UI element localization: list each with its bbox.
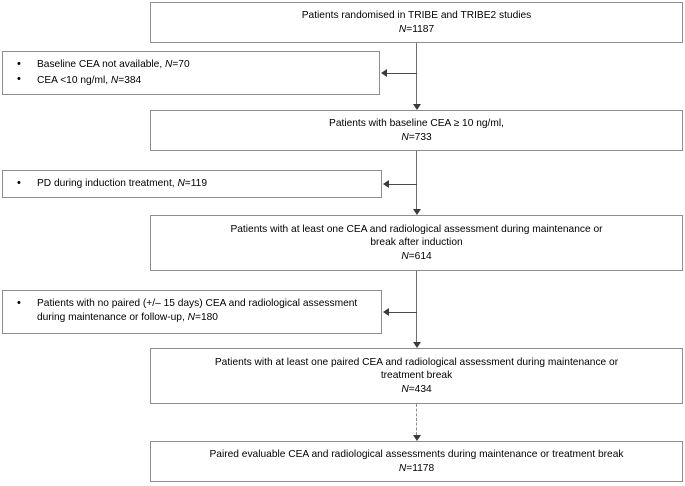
connector-arrowhead-left-2 — [383, 180, 389, 188]
node-paired-evaluable-n-value: =1178 — [406, 462, 435, 474]
node-at-least-one-paired-line1: Patients with at least one paired CEA an… — [214, 356, 619, 368]
node-at-least-one-paired-n-value: =434 — [408, 383, 432, 395]
node-randomised-line1: Patients randomised in TRIBE and TRIBE2 … — [301, 9, 532, 21]
excl-baseline: Baseline CEA not available, N=70 CEA <10… — [2, 51, 380, 95]
node-paired-evaluable-line1: Paired evaluable CEA and radiological as… — [209, 448, 624, 460]
excl-baseline-item-0-text: Baseline CEA not available, — [37, 59, 165, 70]
node-at-least-one-assessment-line2: break after induction — [370, 237, 463, 249]
list-item: Patients with no paired (+/– 15 days) CE… — [11, 296, 373, 324]
node-baseline-cea-n-value: =733 — [408, 131, 432, 143]
connector-arrowhead-down-1 — [412, 104, 421, 110]
node-at-least-one-assessment-n-label: N — [401, 250, 409, 262]
excl-baseline-item-1-text: CEA <10 ng/ml, — [37, 74, 111, 86]
node-paired-evaluable-n-label: N — [398, 462, 407, 474]
node-at-least-one-paired-n-label: N — [401, 383, 409, 395]
node-baseline-cea-n-label: N — [401, 131, 409, 143]
node-at-least-one-assessment: Patients with at least one CEA and radio… — [150, 215, 683, 271]
excl-pd-item-0-n-label: N — [177, 178, 185, 189]
connector-vline-2 — [416, 151, 417, 209]
excl-pd-item-0-n-value: =119 — [184, 178, 207, 189]
list-item: Baseline CEA not available, N=70 — [11, 58, 371, 72]
excl-no-paired-item-0-n-label: N — [187, 311, 195, 323]
excl-baseline-item-1-n-value: =384 — [118, 74, 142, 86]
list-item: CEA <10 ng/ml, N=384 — [11, 73, 371, 88]
node-randomised-n-label: N — [398, 23, 407, 35]
connector-arrowhead-down-3 — [412, 342, 421, 348]
excl-pd-item-0-text: PD during induction treatment, — [37, 178, 178, 189]
connector-arrowhead-left-3 — [383, 308, 389, 316]
connector-vline-dashed-4 — [416, 404, 417, 435]
excl-no-paired: Patients with no paired (+/– 15 days) CE… — [2, 290, 382, 334]
connector-vline-3 — [416, 271, 417, 342]
connector-hline-excl-3 — [389, 312, 417, 313]
excl-baseline-item-1-n-label: N — [110, 74, 119, 86]
excl-baseline-item-0-n-label: N — [165, 59, 173, 70]
node-randomised: Patients randomised in TRIBE and TRIBE2 … — [150, 2, 683, 43]
node-at-least-one-assessment-line1: Patients with at least one CEA and radio… — [230, 223, 603, 235]
list-item: PD during induction treatment, N=119 — [11, 177, 373, 191]
connector-arrowhead-down-2 — [412, 209, 421, 215]
node-randomised-n-value: =1187 — [406, 23, 435, 35]
node-paired-evaluable: Paired evaluable CEA and radiological as… — [150, 441, 683, 482]
excl-no-paired-list: Patients with no paired (+/– 15 days) CE… — [11, 296, 373, 324]
node-at-least-one-paired-line2: treatment break — [380, 370, 453, 382]
excl-pd-list: PD during induction treatment, N=119 — [11, 177, 373, 191]
excl-baseline-list: Baseline CEA not available, N=70 CEA <10… — [11, 58, 371, 87]
connector-arrowhead-down-4 — [412, 435, 421, 441]
connector-hline-excl-1 — [387, 73, 417, 74]
node-at-least-one-assessment-n-value: =614 — [408, 250, 432, 262]
excl-no-paired-item-0-n-value: =180 — [195, 311, 218, 323]
connector-arrowhead-left-1 — [381, 69, 387, 77]
node-baseline-cea: Patients with baseline CEA ≥ 10 ng/ml, N… — [150, 110, 683, 151]
excl-no-paired-item-0-text: Patients with no paired (+/– 15 days) CE… — [37, 298, 358, 323]
connector-hline-excl-2 — [389, 184, 417, 185]
node-at-least-one-paired: Patients with at least one paired CEA an… — [150, 348, 683, 404]
excl-pd: PD during induction treatment, N=119 — [2, 170, 382, 198]
node-baseline-cea-line1: Patients with baseline CEA ≥ 10 ng/ml, — [329, 117, 504, 129]
excl-baseline-item-0-n-value: =70 — [172, 59, 190, 70]
